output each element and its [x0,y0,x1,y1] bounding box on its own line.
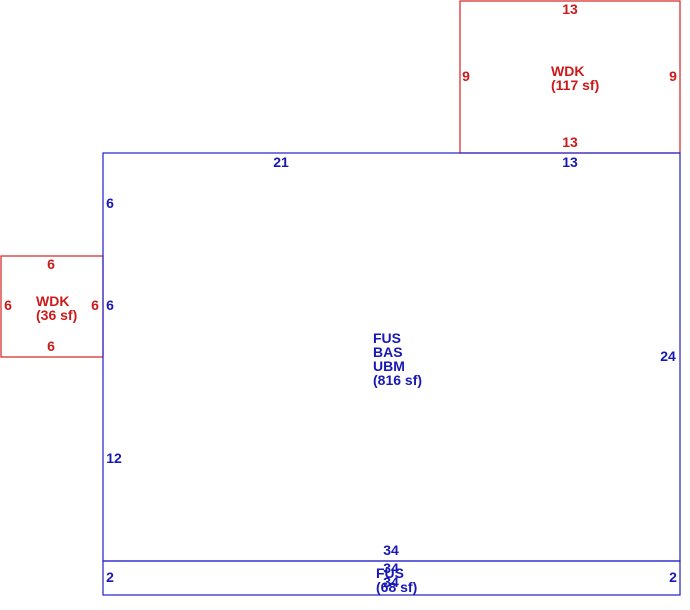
deck-left-area: (36 sf) [36,307,77,323]
deck-left-dim-left: 6 [4,297,12,313]
main-dim-left-middle: 6 [106,297,114,313]
main-dim-right: 24 [660,348,676,364]
main-code-fus: FUS [373,330,401,346]
deck-top-dim-left: 9 [462,68,470,84]
strip-dim-bottom: 34 [383,574,399,590]
main-code-ubm: UBM [373,358,405,374]
deck-top-dim-bottom: 13 [562,134,578,150]
deck-left-dim-top: 6 [47,256,55,272]
main-dim-left-lower: 12 [106,450,122,466]
strip-dim-top: 34 [383,560,399,576]
main-area: (816 sf) [373,372,422,388]
main-dim-top-left: 21 [273,154,289,170]
deck-top-code: WDK [551,63,584,79]
bottom-strip-outline [102,560,681,596]
main-code-bas: BAS [373,344,403,360]
main-dim-left-upper: 6 [106,195,114,211]
deck-left-dim-bottom: 6 [47,338,55,354]
main-dim-bottom: 34 [383,542,399,558]
strip-area: (68 sf) [376,579,417,595]
deck-left-code: WDK [36,293,69,309]
deck-top-dim-right: 9 [669,68,677,84]
deck-top-area: (117 sf) [551,77,599,93]
main-dim-top-right: 13 [562,154,578,170]
strip-dim-left: 2 [106,569,114,585]
strip-dim-right: 2 [669,569,677,585]
deck-left-dim-right: 6 [91,297,99,313]
strip-code: FUS [376,565,404,581]
deck-top-dim-top: 13 [562,1,578,17]
